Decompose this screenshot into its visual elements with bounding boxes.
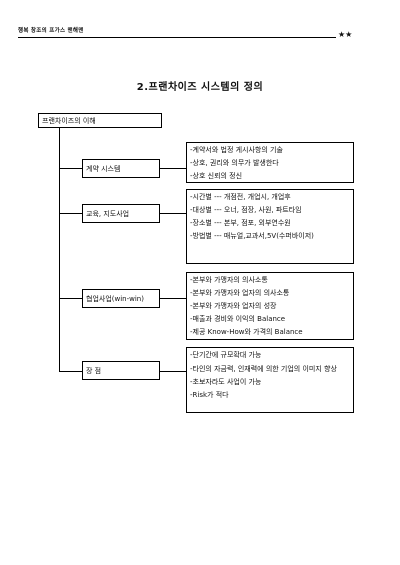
detail-item: -단기간에 규모확대 가능: [190, 351, 262, 359]
detail-item: -대상별 --- 오너, 점장, 사원, 파트타임: [190, 206, 302, 214]
detail-item: -Risk가 적다: [190, 391, 229, 399]
category-label: 교육, 지도사업: [86, 209, 130, 218]
detail-box-cooperation: -본부와 가맹자의 의사소통 -본부와 가맹자와 업자의 의사소통 -본부와 가…: [186, 272, 354, 340]
detail-connector-2: [160, 213, 186, 214]
header-title: 행복 창조의 프가스 맨해맨: [18, 28, 84, 34]
branch-line-1: [59, 168, 82, 169]
root-node-label: 프랜차이즈의 이해: [42, 116, 96, 125]
detail-item: -방법별 --- 매뉴얼,교과서,5V(수퍼바이저): [190, 232, 314, 240]
detail-item: -초보자라도 사업이 가능: [190, 378, 262, 386]
header-stars: ★★: [338, 30, 353, 39]
detail-item: -매출과 경비와 이익의 Balance: [190, 315, 286, 323]
branch-line-3: [59, 298, 82, 299]
trunk-line: [59, 128, 60, 372]
category-label: 계약 시스템: [86, 164, 121, 173]
detail-item: -상호 신뢰의 정신: [190, 172, 243, 180]
detail-item: -시간별 --- 개점전, 개업시, 개업후: [190, 193, 291, 201]
branch-line-2: [59, 213, 82, 214]
detail-item: -타인의 자금력, 인재력에 의한 기업의 이미지 향상: [190, 365, 337, 373]
category-box-education: 교육, 지도사업: [82, 204, 160, 223]
category-box-cooperation: 협업사업(win-win): [82, 289, 160, 308]
detail-item: -본부와 가맹자와 업자의 성장: [190, 302, 277, 310]
category-box-advantages: 장 점: [82, 361, 160, 380]
detail-item: -장소별 --- 본부, 점포, 외부연수원: [190, 219, 291, 227]
detail-item: -본부와 가맹자와 업자의 의사소통: [190, 289, 290, 297]
page-title: 2.프랜차이즈 시스템의 정의: [136, 82, 264, 93]
category-label: 장 점: [86, 366, 102, 375]
detail-connector-3: [160, 298, 186, 299]
detail-box-advantages: -단기간에 규모확대 가능 -타인의 자금력, 인재력에 의한 기업의 이미지 …: [186, 347, 354, 413]
detail-item: -본부와 가맹자의 의사소통: [190, 276, 268, 284]
detail-connector-1: [160, 168, 186, 169]
root-node: 프랜차이즈의 이해: [38, 113, 162, 128]
branch-line-4: [59, 371, 82, 372]
detail-box-contract: -계약서와 법정 게시사항의 기술 -상호, 권리와 의무가 발생한다 -상호 …: [186, 142, 354, 183]
detail-item: -상호, 권리와 의무가 발생한다: [190, 159, 279, 167]
header-rule: [18, 37, 336, 38]
detail-item: -계약서와 법정 게시사항의 기술: [190, 146, 283, 154]
category-label: 협업사업(win-win): [86, 294, 144, 303]
detail-connector-4: [160, 371, 186, 372]
detail-box-education: -시간별 --- 개점전, 개업시, 개업후 -대상별 --- 오너, 점장, …: [186, 189, 354, 264]
category-box-contract: 계약 시스템: [82, 159, 160, 178]
detail-item: -제공 Know-How와 가격의 Balance: [190, 328, 303, 336]
